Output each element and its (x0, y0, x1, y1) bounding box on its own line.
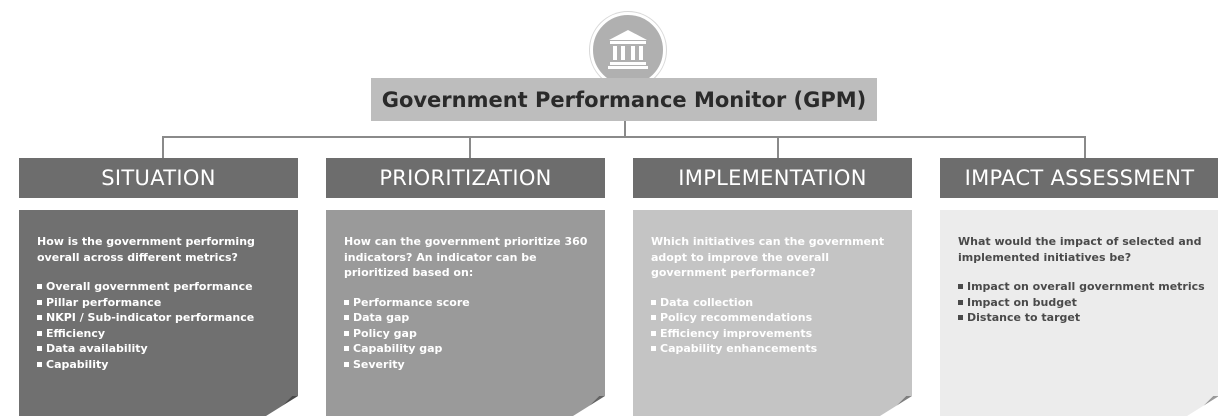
connector-trunk (624, 121, 626, 137)
government-building-icon (590, 12, 666, 88)
bullet-item: Data availability (37, 341, 284, 357)
connector-drop-4 (1084, 136, 1086, 158)
connector-drop-3 (777, 136, 779, 158)
page-fold-corner (1187, 396, 1218, 416)
card-implementation: Which initiatives can the government ado… (633, 210, 912, 416)
header-implementation: IMPLEMENTATION (633, 158, 912, 198)
bullet-item: Impact on overall government metrics (958, 279, 1205, 295)
bullet-list: Performance score Data gap Policy gap Ca… (344, 295, 591, 373)
bullet-item: Data collection (651, 295, 898, 311)
page-fold-corner (266, 396, 298, 416)
connector-drop-2 (469, 136, 471, 158)
card-question: Which initiatives can the government ado… (651, 235, 885, 279)
card-question: What would the impact of selected and im… (958, 235, 1202, 264)
bullet-item: Overall government performance (37, 279, 284, 295)
bullet-list: Data collection Policy recommendations E… (651, 295, 898, 357)
bullet-item: Policy gap (344, 326, 591, 342)
connector-drop-1 (162, 136, 164, 158)
card-question: How is the government performing overall… (37, 235, 255, 264)
bullet-item: Severity (344, 357, 591, 373)
bullet-list: Overall government performance Pillar pe… (37, 279, 284, 372)
card-question: How can the government prioritize 360 in… (344, 235, 588, 279)
header-prioritization: PRIORITIZATION (326, 158, 605, 198)
card-prioritization: How can the government prioritize 360 in… (326, 210, 605, 416)
bullet-item: Capability gap (344, 341, 591, 357)
page-fold-corner (880, 396, 912, 416)
header-impact-assessment: IMPACT ASSESSMENT (940, 158, 1218, 198)
card-impact-assessment: What would the impact of selected and im… (940, 210, 1218, 416)
header-situation: SITUATION (19, 158, 298, 198)
bullet-item: Pillar performance (37, 295, 284, 311)
bullet-item: Capability enhancements (651, 341, 898, 357)
bullet-item: Efficiency (37, 326, 284, 342)
bullet-item: Data gap (344, 310, 591, 326)
bullet-item: Distance to target (958, 310, 1205, 326)
bullet-item: Efficiency improvements (651, 326, 898, 342)
bullet-item: Impact on budget (958, 295, 1205, 311)
bullet-item: Policy recommendations (651, 310, 898, 326)
card-situation: How is the government performing overall… (19, 210, 298, 416)
bullet-list: Impact on overall government metrics Imp… (958, 279, 1205, 326)
bullet-item: Capability (37, 357, 284, 373)
bullet-item: Performance score (344, 295, 591, 311)
bullet-item: NKPI / Sub-indicator performance (37, 310, 284, 326)
diagram-title: Government Performance Monitor (GPM) (371, 78, 877, 121)
connector-bar (162, 136, 1086, 138)
page-fold-corner (573, 396, 605, 416)
